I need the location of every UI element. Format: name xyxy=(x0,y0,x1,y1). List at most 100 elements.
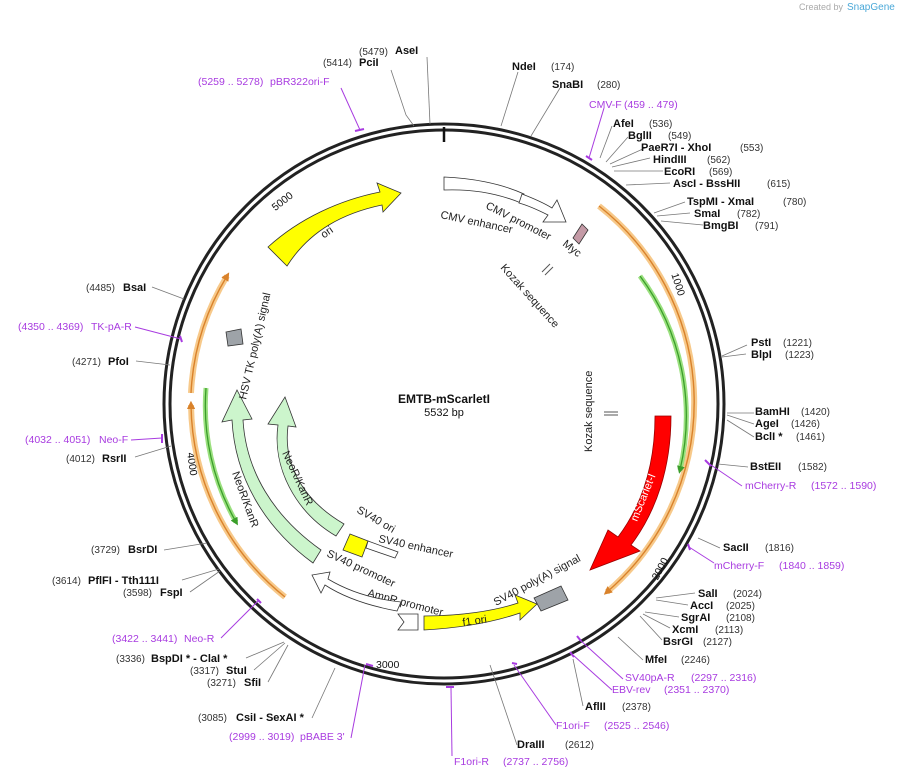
primer-f1orir-pos: (2737 .. 2756) xyxy=(503,756,568,768)
ori-label: ori xyxy=(319,224,336,241)
credit-text: Created by xyxy=(799,2,844,12)
primer-mcherryf-pos: (1840 .. 1859) xyxy=(779,560,844,572)
primer-f1orif-pos: (2525 .. 2546) xyxy=(604,720,669,732)
site-bsaI-pos: (4485) xyxy=(86,283,115,294)
sv40-polya-box xyxy=(533,585,569,612)
sv40-promoter-arrow xyxy=(311,571,402,612)
kozak2-label: Kozak sequence xyxy=(583,371,595,452)
sv40-enhancer-box xyxy=(365,540,399,559)
site-salI-pos: (2024) xyxy=(733,589,762,600)
primer-cmvf-pos: (459 .. 479) xyxy=(624,99,678,111)
site-snabI-pos: (280) xyxy=(597,80,620,91)
plasmid-length: 5532 bp xyxy=(424,407,464,419)
site-bsrgI-pos: (2127) xyxy=(703,637,732,648)
site-bsrdI-pos: (3729) xyxy=(91,545,120,556)
cmv-promoter-arrow xyxy=(518,193,567,223)
site-bamhI-pos: (1420) xyxy=(801,407,830,418)
primer-marks xyxy=(161,128,712,688)
primer-neor-name: Neo-R xyxy=(184,633,215,645)
site-leaders xyxy=(134,56,755,746)
neokanr1-arrow xyxy=(221,389,322,564)
mscarlet-arrow xyxy=(589,415,672,571)
site-bsteII-pos: (1582) xyxy=(798,462,827,473)
site-smaI-name: SmaI xyxy=(694,208,720,220)
site-ageI-name: AgeI xyxy=(755,418,779,430)
site-bspdI-pos: (3336) xyxy=(116,654,145,665)
primer-neof-name: Neo-F xyxy=(99,434,128,446)
site-bmgbI-pos: (791) xyxy=(755,221,778,232)
kozak1-mark-b xyxy=(544,266,554,276)
green-track-right-line xyxy=(639,275,687,474)
primer-ebvrev-name: EBV-rev xyxy=(612,684,651,696)
backbone-outer xyxy=(162,122,726,686)
primer-neor-pos: (3422 .. 3441) xyxy=(112,633,177,645)
site-aseI-name: AseI xyxy=(395,45,418,57)
site-sacII-pos: (1816) xyxy=(765,543,794,554)
site-sfiI-pos: (3271) xyxy=(207,678,236,689)
site-tspmI-name: TspMI - XmaI xyxy=(687,196,754,208)
myc-box xyxy=(572,223,589,245)
site-stuI-pos: (3317) xyxy=(190,666,219,677)
site-sacII-name: SacII xyxy=(723,542,749,554)
tick-3000: 3000 xyxy=(376,659,400,671)
site-bglII-pos: (549) xyxy=(668,131,691,142)
orange-track-tk-line xyxy=(190,272,230,394)
kozak1-label: Kozak sequence xyxy=(498,262,561,330)
primer-neof-pos: (4032 .. 4051) xyxy=(25,434,90,446)
site-bglII-name: BglII xyxy=(628,130,652,142)
site-bsteII-name: BstEII xyxy=(750,461,781,473)
hsv-tk-box xyxy=(225,328,244,347)
site-paer7I-name: PaeR7I - XhoI xyxy=(641,142,711,154)
primer-ebvrev-pos: (2351 .. 2370) xyxy=(664,684,729,696)
site-bmgbI-name: BmgBI xyxy=(703,220,738,232)
sv40-ori-box xyxy=(342,533,369,558)
site-smaI-pos: (782) xyxy=(737,209,760,220)
site-salI-name: SalI xyxy=(698,588,718,600)
site-snabI-name: SnaBI xyxy=(552,79,583,91)
site-pciI-pos: (5414) xyxy=(323,58,352,69)
site-ageI-pos: (1426) xyxy=(791,419,820,430)
primer-pbabe-pos: (2999 .. 3019) xyxy=(229,731,294,743)
site-ecoRI-pos: (569) xyxy=(709,167,732,178)
plasmid-name: EMTB-mScarletI xyxy=(398,392,490,406)
sv40-ori-label: SV40 ori xyxy=(355,504,398,535)
site-afeI-pos: (536) xyxy=(649,119,672,130)
primer-tkpar-name: TK-pA-R xyxy=(91,321,132,333)
hsv-tk-label: HSV TK poly(A) signal xyxy=(237,292,273,401)
site-stuI-name: StuI xyxy=(226,665,247,677)
site-afeI-name: AfeI xyxy=(613,118,634,130)
primer-pbr322-pos: (5259 .. 5278) xyxy=(198,76,263,88)
site-pciI-name: PciI xyxy=(359,57,379,69)
primer-cmvf-name: CMV-F xyxy=(589,99,622,111)
site-mfeI-name: MfeI xyxy=(645,654,667,666)
site-bsaI-name: BsaI xyxy=(123,282,146,294)
primer-mcherryr-name: mCherry-R xyxy=(745,480,797,492)
site-accI-name: AccI xyxy=(690,600,713,612)
site-ndeI-name: NdeI xyxy=(512,61,536,73)
tick-5000: 5000 xyxy=(270,190,296,214)
site-hindIII-pos: (562) xyxy=(707,155,730,166)
site-ecoRI-name: EcoRI xyxy=(664,166,695,178)
orange-track-right-line xyxy=(598,205,695,595)
site-pfoI-name: PfoI xyxy=(108,356,129,368)
primer-mcherryr-pos: (1572 .. 1590) xyxy=(811,480,876,492)
site-pstI-pos: (1221) xyxy=(783,338,812,349)
site-blpI-pos: (1223) xyxy=(785,350,814,361)
site-ascI-pos: (615) xyxy=(767,179,790,190)
site-pflfI-name: PflFI - Tth111I xyxy=(88,575,159,587)
f1-ori-arrow xyxy=(423,594,538,631)
site-fspI-name: FspI xyxy=(160,587,183,599)
site-bclI-pos: (1461) xyxy=(796,432,825,443)
site-paer7I-pos: (553) xyxy=(740,143,763,154)
neokanr2-arrow xyxy=(267,396,345,537)
site-rsrII-name: RsrII xyxy=(102,453,126,465)
site-bsrdI-name: BsrDI xyxy=(128,544,157,556)
site-hindIII-name: HindIII xyxy=(653,154,687,166)
site-aseI-pos: (5479) xyxy=(359,47,388,58)
primer-tkpar-pos: (4350 .. 4369) xyxy=(18,321,83,333)
site-sgraI-pos: (2108) xyxy=(726,613,755,624)
site-labels: (5479) AseI (5414) PciI NdeI (174) SnaBI… xyxy=(52,45,830,751)
primer-labels: (5259 .. 5278) pBR322ori-F CMV-F (459 ..… xyxy=(18,76,876,768)
site-draIII-pos: (2612) xyxy=(565,740,594,751)
